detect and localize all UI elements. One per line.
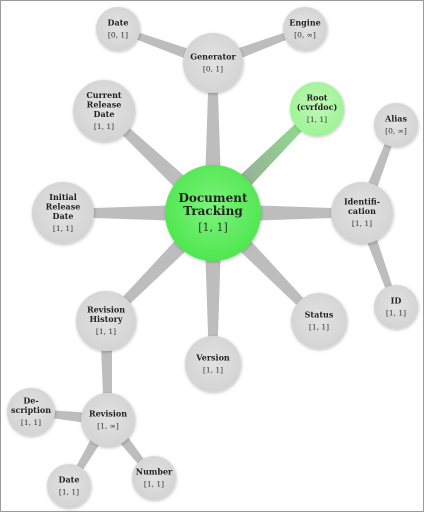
node-number-cardinality: [1, 1] <box>144 479 164 488</box>
node-revision-history-title-line: History <box>90 314 123 324</box>
node-root-cardinality: [1, 1] <box>307 115 327 124</box>
node-root[interactable]: Root(cvrfdoc) [1, 1] <box>290 82 344 136</box>
node-version-cardinality: [1, 1] <box>203 365 223 374</box>
node-current-release-title-line: Current <box>86 90 122 100</box>
node-initial-release-title-line: Release <box>46 201 81 211</box>
node-gen-date-title-line: Date <box>108 17 129 27</box>
node-engine-title-line: Engine <box>289 17 320 27</box>
node-status-cardinality: [1, 1] <box>309 322 329 331</box>
node-gen-date[interactable]: Date [0, 1] <box>96 7 140 51</box>
node-id-circle <box>374 285 418 329</box>
node-description-circle <box>7 388 55 436</box>
node-rev-date-circle <box>47 464 91 508</box>
node-alias-title-line: Alias <box>384 113 407 123</box>
node-initial-release-circle <box>32 182 94 244</box>
node-version-title-line: Version <box>195 352 230 362</box>
node-id-title-line: ID <box>391 295 402 305</box>
node-center-title-line: Tracking <box>183 204 243 218</box>
node-revision-history-title-line: Revision <box>87 305 125 315</box>
node-revision-title-line: Revision <box>89 408 127 418</box>
node-initial-release-title-line: Date <box>53 211 74 221</box>
node-center-circle <box>165 165 261 261</box>
node-center-cardinality: [1, 1] <box>198 221 228 234</box>
node-root-title-line: Root <box>306 93 327 103</box>
node-id-cardinality: [1, 1] <box>386 308 406 317</box>
node-description-title-line: scription <box>11 405 51 415</box>
node-current-release-title-line: Date <box>94 109 115 119</box>
node-status[interactable]: Status [1, 1] <box>291 293 347 349</box>
node-number-title-line: Number <box>136 466 173 476</box>
node-initial-release-title-line: Initial <box>49 192 77 202</box>
node-generator-cardinality: [0, 1] <box>203 64 223 73</box>
node-identification-title-line: cation <box>348 206 376 216</box>
node-engine-circle <box>283 7 327 51</box>
node-alias-circle <box>374 103 418 147</box>
node-engine[interactable]: Engine [0, ∞] <box>283 7 327 51</box>
node-engine-cardinality: [0, ∞] <box>294 30 316 39</box>
node-description-title-line: De- <box>23 396 38 406</box>
node-revision-circle <box>81 393 135 447</box>
node-rev-date-title-line: Date <box>59 474 80 484</box>
node-rev-date-cardinality: [1, 1] <box>59 487 79 496</box>
node-number-circle <box>132 456 176 500</box>
node-revision-history-cardinality: [1, 1] <box>96 327 116 336</box>
node-root-circle <box>290 82 344 136</box>
node-id[interactable]: ID [1, 1] <box>374 285 418 329</box>
node-generator[interactable]: Generator [0, 1] <box>183 33 243 93</box>
node-alias-cardinality: [0, ∞] <box>385 126 407 135</box>
node-current-release-cardinality: [1, 1] <box>94 122 114 131</box>
node-version[interactable]: Version [1, 1] <box>185 336 241 392</box>
node-version-circle <box>185 336 241 392</box>
node-center-title-line: Document <box>178 191 247 205</box>
node-initial-release-cardinality: [1, 1] <box>53 224 73 233</box>
node-description-cardinality: [1, 1] <box>21 418 41 427</box>
node-generator-title-line: Generator <box>190 51 236 61</box>
node-alias[interactable]: Alias [0, ∞] <box>374 103 418 147</box>
node-identification-circle <box>331 182 393 244</box>
node-rev-date[interactable]: Date [1, 1] <box>47 464 91 508</box>
node-current-release-title-line: Release <box>87 99 122 109</box>
node-root-title-line: (cvrfdoc) <box>297 102 338 112</box>
node-revision-cardinality: [1, ∞] <box>97 421 119 430</box>
node-generator-circle <box>183 33 243 93</box>
node-gen-date-cardinality: [0, 1] <box>108 30 128 39</box>
node-current-release-circle <box>73 80 135 142</box>
node-identification[interactable]: Identifi-cation [1, 1] <box>331 182 393 244</box>
node-status-circle <box>291 293 347 349</box>
node-gen-date-circle <box>96 7 140 51</box>
node-number[interactable]: Number [1, 1] <box>132 456 176 500</box>
node-identification-title-line: Identifi- <box>344 197 380 207</box>
node-identification-cardinality: [1, 1] <box>352 219 372 228</box>
node-description[interactable]: De-scription [1, 1] <box>7 388 55 436</box>
node-revision-history-circle <box>76 291 136 351</box>
node-status-title-line: Status <box>305 309 334 319</box>
node-revision[interactable]: Revision [1, ∞] <box>81 393 135 447</box>
